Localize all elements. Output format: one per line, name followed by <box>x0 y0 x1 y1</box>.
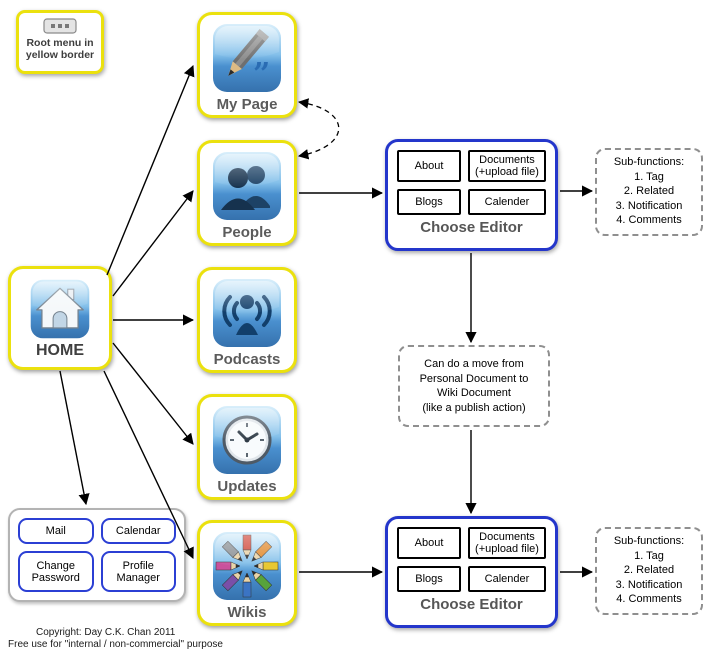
subfunction-item: 4. Comments <box>616 593 682 605</box>
node-label: HOME <box>36 342 84 359</box>
subfunction-item: 4. Comments <box>616 214 682 226</box>
podcast-icon <box>213 279 281 347</box>
choose-editor-title: Choose Editor <box>420 596 523 613</box>
choose-editor-box-1: About Documents (+upload file) Blogs Cal… <box>385 139 558 251</box>
profile-manager-button: Profile Manager <box>100 551 176 592</box>
about-button: About <box>397 150 461 182</box>
node-wikis: Wikis <box>197 520 297 626</box>
node-my-page: ” My Page <box>197 12 297 118</box>
arrow-home-to-people <box>112 190 194 297</box>
pencil-icon: ” <box>213 24 281 92</box>
node-podcasts: Podcasts <box>197 267 297 373</box>
color-pencils-icon <box>213 532 281 600</box>
calender-button: Calender <box>468 566 546 592</box>
node-people: People <box>197 140 297 246</box>
about-button: About <box>397 527 461 559</box>
legend-label: Root menu in yellow border <box>25 37 95 61</box>
arrow-home-to-mypage <box>106 64 195 276</box>
copyright-line: Copyright: Day C.K. Chan 2011 <box>36 627 176 638</box>
blogs-button: Blogs <box>397 566 461 592</box>
choose-editor-title: Choose Editor <box>420 219 523 236</box>
node-label: Updates <box>217 478 277 495</box>
calendar-button: Calendar <box>100 518 176 544</box>
subfunction-item: 2. Related <box>623 564 675 576</box>
dashed-link-mypage-people <box>297 98 340 160</box>
mail-button: Mail <box>18 518 94 544</box>
subfunctions-title: Sub-functions: <box>613 156 685 168</box>
change-password-button: Change Password <box>18 551 94 592</box>
subfunction-item: 1. Tag <box>634 170 664 183</box>
root-menu-icon <box>43 18 77 34</box>
blogs-button: Blogs <box>397 189 461 215</box>
node-home: HOME <box>8 266 112 370</box>
choose-editor-box-2: About Documents (+upload file) Blogs Cal… <box>385 516 558 628</box>
node-updates: Updates <box>197 394 297 500</box>
subfunction-item: 3. Notification <box>615 578 683 591</box>
copyright-footer: Copyright: Day C.K. Chan 2011 Free use f… <box>8 627 223 651</box>
arrow-home-to-updates <box>112 342 194 445</box>
quick-menu-panel: Mail Calendar Change Password Profile Ma… <box>8 508 186 602</box>
node-label: People <box>222 224 272 241</box>
publish-note-text: Can do a move from Personal Document to … <box>419 358 529 414</box>
home-icon <box>30 279 90 339</box>
node-label: Wikis <box>227 604 267 621</box>
calender-button: Calender <box>468 189 546 215</box>
clock-icon <box>213 406 281 474</box>
subfunction-item: 2. Related <box>623 185 675 197</box>
subfunctions-box-1: Sub-functions: 1. Tag 2. Related 3. Noti… <box>595 148 703 236</box>
legend-box: Root menu in yellow border <box>16 10 104 74</box>
svg-text:”: ” <box>253 57 270 92</box>
publish-note-box: Can do a move from Personal Document to … <box>398 345 550 427</box>
subfunctions-box-2: Sub-functions: 1. Tag 2. Related 3. Noti… <box>595 527 703 615</box>
subfunction-item: 1. Tag <box>634 549 664 562</box>
documents-button: Documents (+upload file) <box>468 527 546 559</box>
node-label: My Page <box>216 96 278 113</box>
arrow-home-to-quickmenu <box>59 370 90 506</box>
people-icon <box>213 152 281 220</box>
subfunctions-title: Sub-functions: <box>613 535 685 547</box>
documents-button: Documents (+upload file) <box>468 150 546 182</box>
node-label: Podcasts <box>213 351 281 368</box>
license-line: Free use for "internal / non-commercial"… <box>8 639 223 650</box>
subfunction-item: 3. Notification <box>615 199 683 212</box>
